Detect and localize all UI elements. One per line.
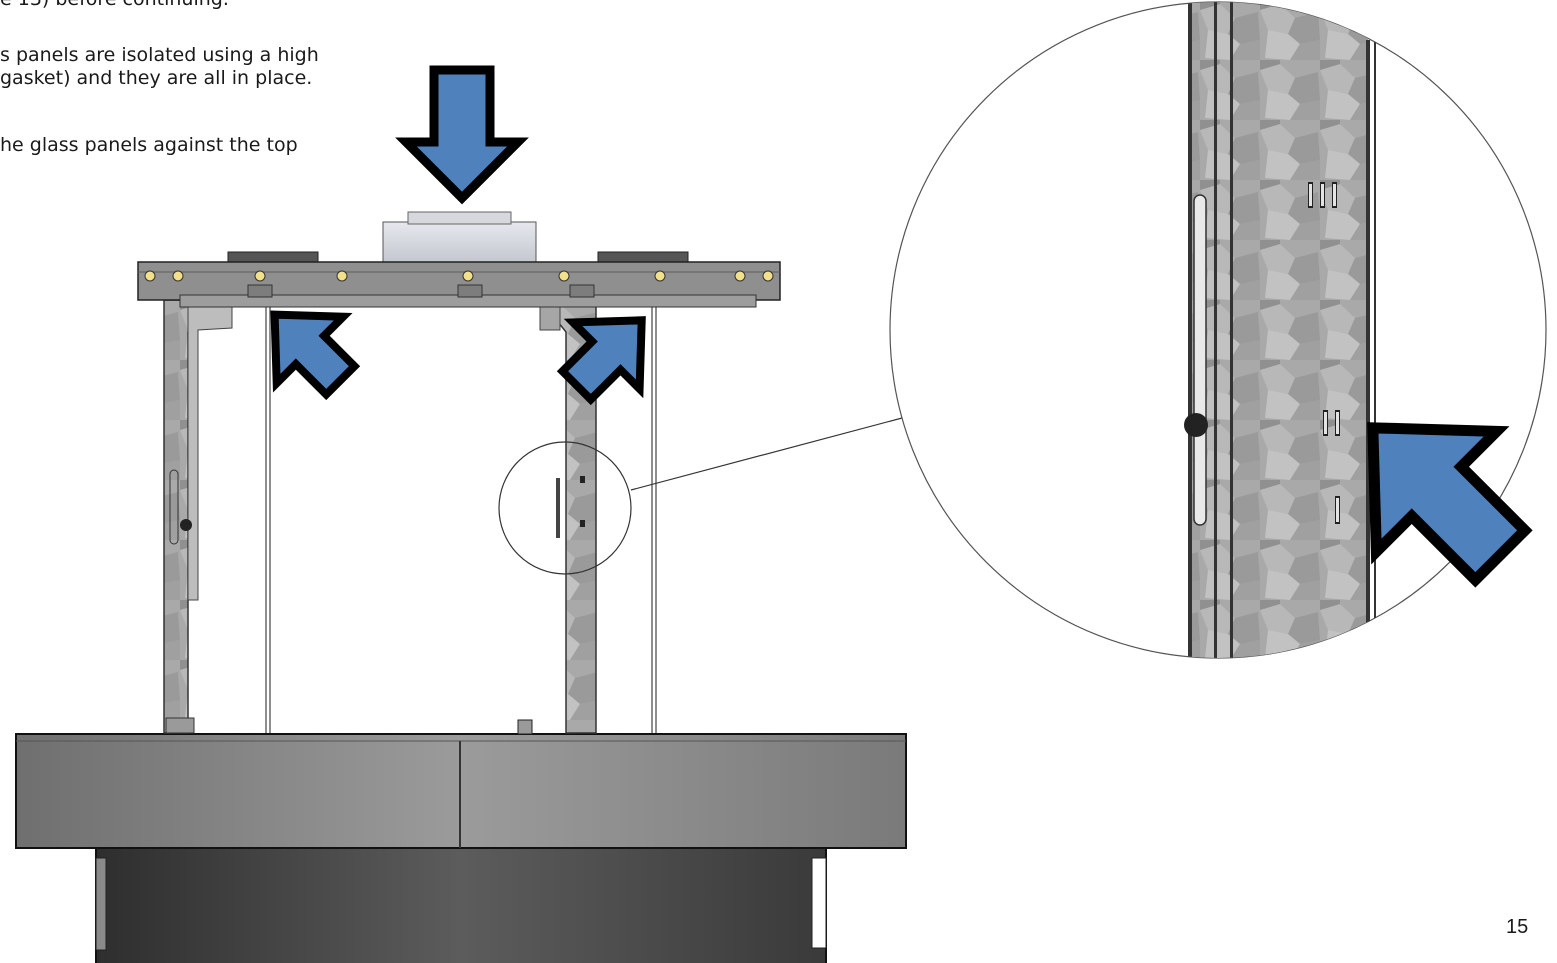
page-number: 15 [1506, 916, 1529, 938]
top-plate [137, 211, 781, 308]
stove-base-plate [15, 719, 907, 849]
arrow-detail-icon [1367, 422, 1533, 588]
magnified-detail [889, 1, 1547, 659]
instruction-line-1: e 13) before continuing. [0, 0, 229, 11]
stove-lower-body [95, 847, 827, 963]
arrow-upright-icon [556, 316, 646, 406]
instruction-line-4: he glass panels against the top [0, 134, 298, 156]
arrow-upleft-icon [270, 310, 361, 401]
left-post [163, 299, 233, 734]
instruction-line-2: s panels are isolated using a high [0, 44, 319, 66]
glass-panels [265, 305, 657, 733]
arrow-down-icon [395, 65, 529, 205]
instruction-line-3: gasket) and they are all in place. [0, 67, 313, 89]
detail-callout [498, 417, 903, 575]
